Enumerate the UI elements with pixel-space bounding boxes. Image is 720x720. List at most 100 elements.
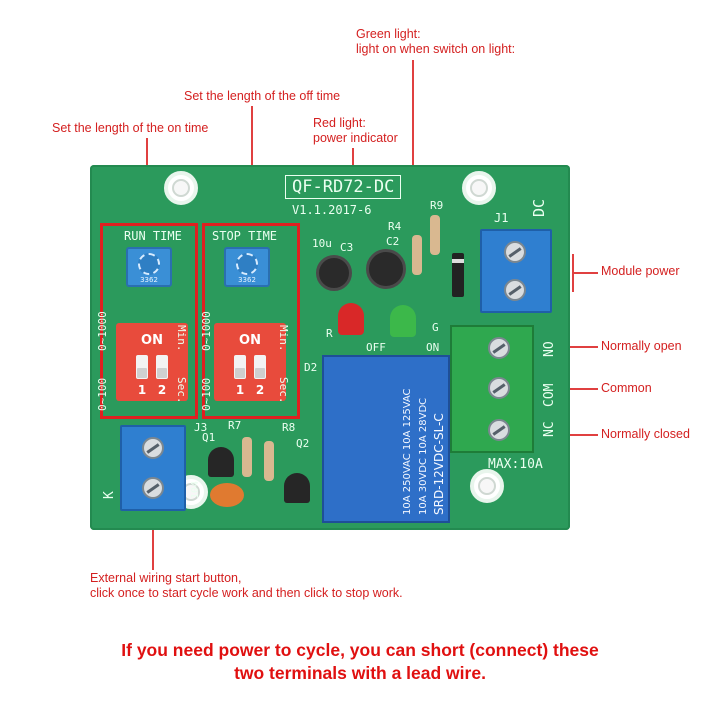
d2-label: D2	[304, 361, 318, 374]
nc-label: NC	[542, 421, 557, 437]
capacitor-c2	[366, 249, 406, 289]
relay: 10A 250VAC 10A 125VAC 10A 30VDC 10A 28VD…	[322, 355, 450, 523]
pot-knob-icon	[236, 253, 258, 275]
run-range-1000: 0~1000	[96, 311, 109, 351]
resistor-r7	[242, 437, 252, 477]
run-time-potentiometer[interactable]: 3362	[126, 247, 172, 287]
off-label: OFF	[366, 341, 386, 354]
red-light-title: Red light:	[313, 116, 366, 130]
j3-label: J3	[194, 421, 208, 434]
run-unit-min: Min.	[175, 325, 188, 352]
stop-time-label: STOP TIME	[212, 229, 278, 243]
board-version: V1.1.2017-6	[292, 203, 372, 217]
external-wiring-line1: External wiring start button,	[90, 571, 242, 585]
run-time-dip-switch[interactable]: ON 1 2	[116, 323, 188, 401]
dip-num-2: 2	[157, 383, 167, 397]
resistor-r9	[430, 215, 440, 255]
on-time-label: Set the length of the on time	[52, 121, 209, 135]
r-label: R	[326, 327, 333, 340]
dip-num-1: 1	[235, 383, 245, 397]
mount-hole-br	[470, 469, 504, 503]
dip-switch-2[interactable]	[156, 355, 168, 379]
stop-unit-min: Min.	[277, 325, 290, 352]
run-unit-sec: Sec.	[175, 377, 188, 404]
pot-knob-icon	[138, 253, 160, 275]
stop-time-potentiometer[interactable]: 3362	[224, 247, 270, 287]
nc-screw-icon[interactable]	[488, 419, 510, 441]
red-led	[338, 303, 364, 335]
resistor-r4	[412, 235, 422, 275]
capacitor-c3	[316, 255, 352, 291]
max-current-label: MAX:10A	[488, 457, 543, 472]
k-label: K	[102, 491, 117, 499]
dip-on-label: ON	[239, 333, 261, 348]
pot-code: 3362	[238, 276, 256, 284]
board-model: QF-RD72-DC	[285, 175, 402, 199]
g-label: G	[432, 321, 439, 334]
r4-label: R4	[388, 220, 402, 233]
c3-label: C3	[340, 241, 354, 254]
com-screw-icon[interactable]	[488, 377, 510, 399]
transistor-q1	[208, 447, 234, 477]
leader-external	[152, 500, 154, 570]
ceramic-capacitor	[210, 483, 244, 507]
common-label: Common	[601, 381, 652, 395]
relay-rating-1: 10A 250VAC 10A 125VAC	[402, 388, 413, 515]
relay-rating-2: 10A 30VDC 10A 28VDC	[418, 397, 429, 515]
r8-label: R8	[282, 421, 296, 434]
dc-label: DC	[530, 198, 548, 217]
resistor-r8	[264, 441, 274, 481]
stop-unit-sec: Sec.	[277, 377, 290, 404]
stop-time-box	[202, 223, 300, 419]
c104-label: 104	[190, 480, 201, 499]
leader-off-time	[251, 106, 253, 223]
run-range-100: 0~100	[96, 377, 109, 411]
r9-label: R9	[430, 199, 444, 212]
green-light-desc: light on when switch on light:	[356, 42, 516, 56]
green-light-title: Green light:	[356, 27, 421, 41]
power-screw-2-icon[interactable]	[504, 279, 526, 301]
com-label: COM	[542, 383, 557, 407]
run-time-label: RUN TIME	[124, 229, 182, 243]
start-screw-1-icon[interactable]	[142, 437, 164, 459]
relay-board: QF-RD72-DC V1.1.2017-6 RUN TIME 3362 ON …	[90, 165, 570, 530]
leader-module-power-b	[572, 272, 598, 274]
diode	[452, 253, 464, 297]
cap-10u-label: 10u	[312, 237, 332, 250]
red-light-desc: power indicator	[313, 131, 398, 145]
dip-switch-1[interactable]	[136, 355, 148, 379]
relay-terminal-block	[450, 325, 534, 453]
run-time-box	[100, 223, 198, 419]
transistor-q2	[284, 473, 310, 503]
power-screw-1-icon[interactable]	[504, 241, 526, 263]
off-time-label: Set the length of the off time	[184, 89, 341, 103]
start-screw-2-icon[interactable]	[142, 477, 164, 499]
c2-label: C2	[386, 235, 400, 248]
dip-on-label: ON	[141, 333, 163, 348]
normally-open-label: Normally open	[601, 339, 682, 353]
on-label: ON	[426, 341, 440, 354]
green-led	[390, 305, 416, 337]
module-power-label: Module power	[601, 264, 680, 278]
mount-hole-tl	[164, 171, 198, 205]
start-button-terminal	[120, 425, 186, 511]
normally-closed-label: Normally closed	[601, 427, 690, 441]
stop-range-1000: 0~1000	[200, 311, 213, 351]
stop-time-dip-switch[interactable]: ON 1 2	[214, 323, 286, 401]
j1-label: J1	[494, 211, 509, 225]
q1-label: Q1	[202, 431, 216, 444]
dip-num-1: 1	[137, 383, 147, 397]
dip-switch-2[interactable]	[254, 355, 266, 379]
pot-code: 3362	[140, 276, 158, 284]
mount-hole-tr	[462, 171, 496, 205]
footer-line1: If you need power to cycle, you can shor…	[121, 640, 599, 660]
dip-num-2: 2	[255, 383, 265, 397]
footer-line2: two terminals with a lead wire.	[234, 663, 486, 683]
no-label: NO	[542, 341, 557, 357]
q2-label: Q2	[296, 437, 310, 450]
external-wiring-line2: click once to start cycle work and then …	[90, 586, 403, 600]
no-screw-icon[interactable]	[488, 337, 510, 359]
relay-model: SRD-12VDC-SL-C	[432, 413, 446, 515]
stop-range-100: 0~100	[200, 377, 213, 411]
dip-switch-1[interactable]	[234, 355, 246, 379]
